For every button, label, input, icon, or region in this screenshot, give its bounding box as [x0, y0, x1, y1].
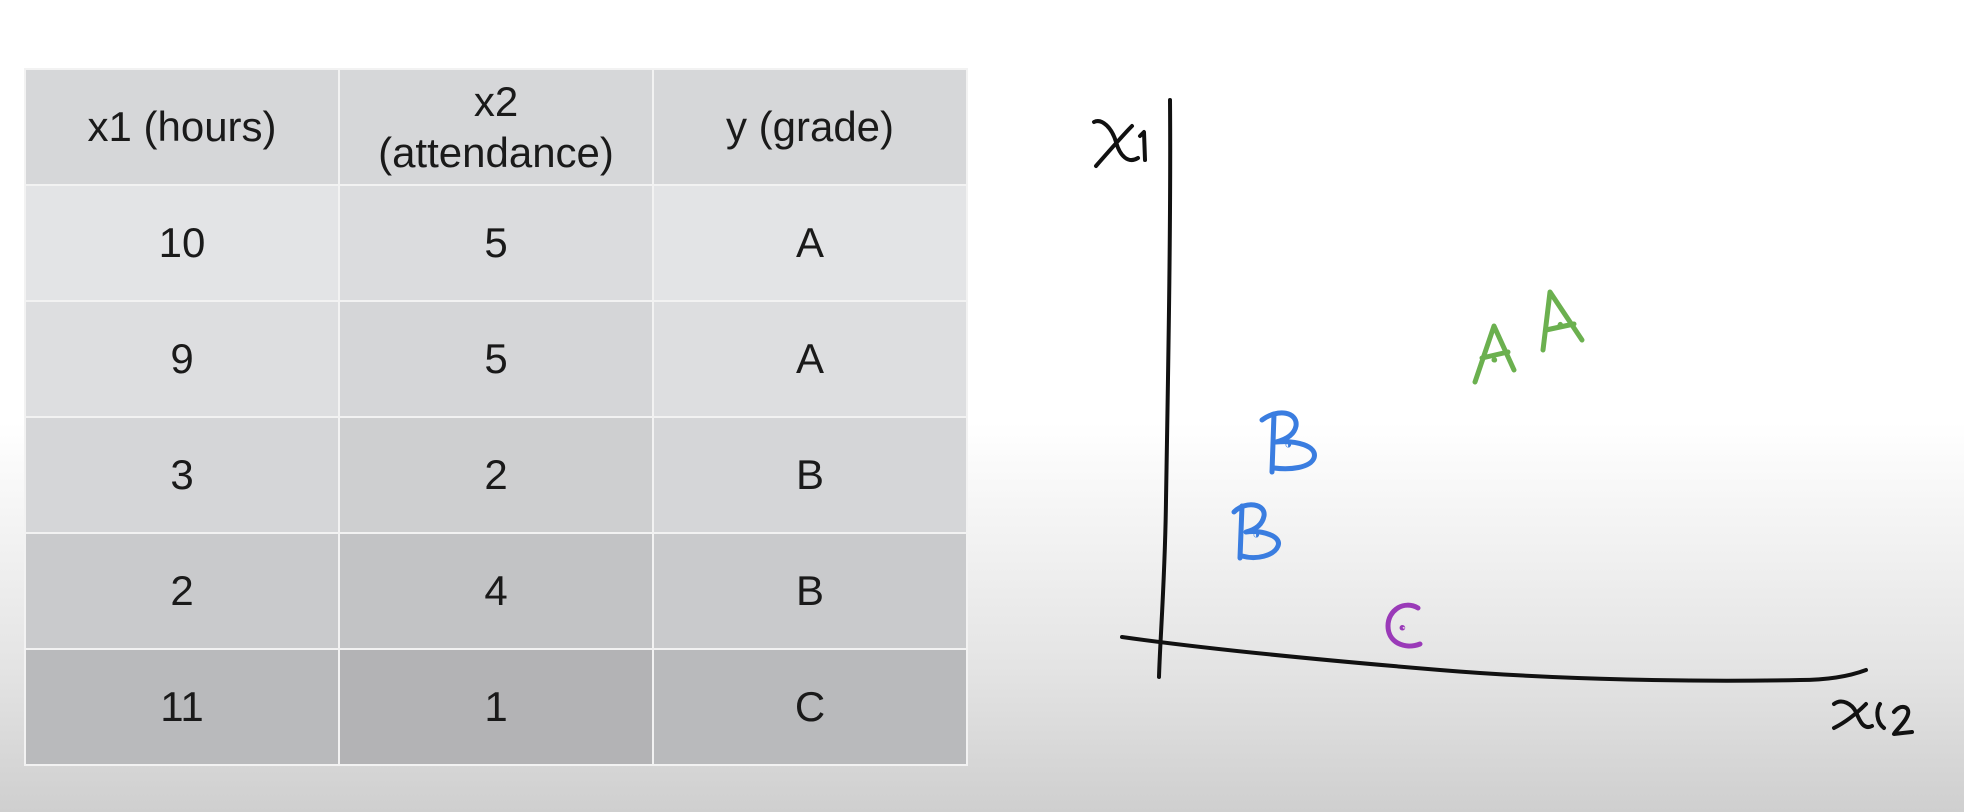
point-c: C — [1385, 602, 1423, 649]
cell-x1: 11 — [24, 648, 340, 766]
cell-y: C — [652, 648, 968, 766]
table-row: 2 4 B — [24, 532, 968, 650]
grades-table: x1 (hours) x2 (attendance) y (grade) 10 … — [24, 68, 968, 766]
cell-x1: 9 — [24, 300, 340, 418]
header-x2-line1: x2 — [473, 77, 519, 125]
table-row: 3 2 B — [24, 416, 968, 534]
point-b-high-label: B — [1288, 444, 1289, 446]
cell-y: A — [652, 300, 968, 418]
x-axis-line — [1120, 635, 1868, 683]
point-a-low-label: A — [1494, 358, 1495, 361]
y-axis-label-handwritten — [1092, 119, 1147, 168]
cell-x2: 5 — [338, 300, 654, 418]
x-axis-label: x2 — [1870, 719, 1872, 721]
table-row: 9 5 A — [24, 300, 968, 418]
point-b-high: B — [1259, 410, 1317, 475]
y-axis-line — [1157, 98, 1173, 679]
point-b-low-label: B — [1256, 534, 1257, 536]
cell-y: B — [652, 532, 968, 650]
cell-x1: 2 — [24, 532, 340, 650]
cell-x1: 10 — [24, 184, 340, 302]
table-row: 10 5 A — [24, 184, 968, 302]
cell-x2: 5 — [338, 184, 654, 302]
x-axis-label-handwritten — [1832, 699, 1914, 736]
point-b-low: B — [1231, 502, 1281, 561]
header-y: y (grade) — [652, 68, 968, 186]
cell-x2: 1 — [338, 648, 654, 766]
header-x2: x2 (attendance) — [338, 68, 654, 186]
table-header-row: x1 (hours) x2 (attendance) y (grade) — [24, 68, 968, 186]
point-c-label: C — [1402, 627, 1403, 629]
table-row: 11 1 C — [24, 648, 968, 766]
cell-y: A — [652, 184, 968, 302]
y-axis-label: x1 — [1117, 149, 1119, 151]
point-a-high: A — [1540, 289, 1585, 353]
cell-x2: 2 — [338, 416, 654, 534]
header-x2-line2: (attendance) — [378, 129, 614, 176]
cell-x1: 3 — [24, 416, 340, 534]
cell-x2: 4 — [338, 532, 654, 650]
point-a-low: A — [1472, 323, 1517, 385]
header-x1: x1 (hours) — [24, 68, 340, 186]
cell-y: B — [652, 416, 968, 534]
point-a-high-label: A — [1560, 323, 1561, 326]
